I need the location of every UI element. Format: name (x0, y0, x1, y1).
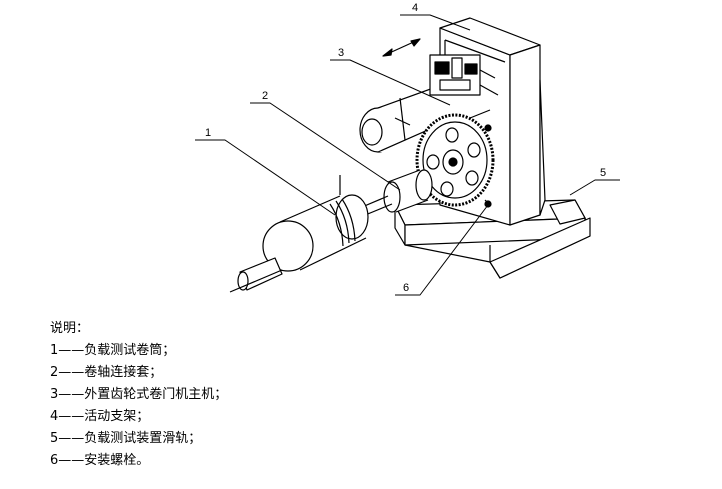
leader-line-6 (395, 204, 489, 296)
callout-5: 5 (600, 167, 606, 179)
legend-item-3: 3——外置齿轮式卷门机主机； (50, 387, 228, 402)
load-test-drum (229, 175, 369, 293)
callout-6: 6 (403, 282, 409, 294)
legend: 说明： 1——负载测试卷筒； 2——卷轴连接套； 3——外置齿轮式卷门机主机； … (50, 318, 227, 472)
sprocket-chain (415, 109, 495, 208)
legend-item-2: 2——卷轴连接套； (50, 365, 163, 380)
legend-item-4: 4——活动支架； (50, 409, 150, 424)
leader-line-3 (330, 59, 451, 106)
leader-line-1 (195, 139, 336, 216)
legend-item-6: 6——安装螺栓。 (50, 453, 150, 468)
callout-4: 4 (412, 2, 418, 14)
leader-line-2 (250, 102, 401, 191)
test-rig-diagram: 1 2 3 4 5 6 (195, 2, 620, 296)
gear-door-machine (359, 54, 499, 153)
leader-line-5 (569, 179, 620, 196)
callout-2: 2 (262, 90, 268, 102)
callout-3: 3 (338, 47, 344, 59)
legend-item-1: 1——负载测试卷筒； (50, 343, 176, 358)
connecting-sleeve (354, 169, 433, 219)
callout-1: 1 (205, 127, 211, 139)
legend-item-5: 5——负载测试装置滑轨； (50, 431, 202, 446)
leader-line-4 (400, 14, 471, 31)
movement-arrow (382, 38, 421, 57)
legend-title: 说明： (50, 321, 90, 336)
